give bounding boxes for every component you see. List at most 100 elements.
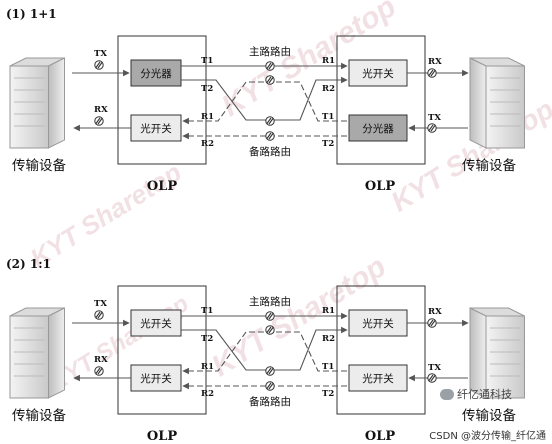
connector-slash (97, 118, 103, 125)
right-olp-label: OLP (365, 429, 395, 444)
connector-slash (268, 327, 274, 334)
connector-icon (427, 318, 437, 328)
right-top-box-label: 光开关 (362, 67, 394, 80)
connector-slash (268, 77, 274, 84)
rx-left-label: RX (94, 355, 108, 365)
connector-ring (427, 123, 437, 133)
connector-slash (266, 117, 272, 124)
right-bottom-box (348, 364, 408, 392)
connector-slash (430, 320, 436, 327)
right-bottom-box-label: 分光器 (362, 122, 394, 135)
left-server (9, 57, 65, 149)
left-olp-label: OLP (147, 179, 177, 194)
port-t2-right: T2 (322, 389, 334, 399)
connector-ring (427, 68, 437, 78)
port-r1-right: R1 (322, 306, 335, 316)
connector-icon (265, 131, 275, 141)
main-route-label: 主路路由 (249, 295, 291, 308)
connector-slash (268, 133, 274, 140)
connector-icon (265, 381, 275, 391)
port-r1-left: R1 (201, 362, 214, 372)
right-bottom-box-label: 光开关 (362, 372, 394, 385)
connector-slash (266, 382, 272, 389)
backup-route-label: 备路路由 (249, 145, 291, 158)
connector-ring (94, 310, 104, 320)
connector-ring (427, 373, 437, 383)
tx-right-label: TX (428, 363, 441, 373)
tx-left-label: TX (94, 299, 107, 309)
connector-slash (95, 367, 101, 374)
connector-slash (268, 63, 274, 70)
main-route-label: 主路路由 (249, 45, 291, 58)
port-t2-right: T2 (322, 139, 334, 149)
connector-slash (430, 70, 436, 77)
connector-slash (268, 313, 274, 320)
connector-ring (265, 311, 275, 321)
connector-icon (265, 61, 275, 71)
connector-slash (428, 69, 434, 76)
left-top-box-label: 分光器 (140, 67, 172, 80)
connector-icon (265, 366, 275, 376)
wechat-icon (440, 388, 454, 400)
left-bottom-box-label: 光开关 (140, 372, 172, 385)
connector-slash (428, 374, 434, 381)
port-r2-left: R2 (201, 139, 214, 149)
footer-credit: CSDN @波分传输_纤亿通 (427, 427, 548, 442)
connector-icon (265, 325, 275, 335)
server-front (9, 65, 49, 149)
connector-icon (265, 116, 275, 126)
rx-right-label: RX (428, 307, 442, 317)
connector-icon (94, 310, 104, 320)
left-device-label: 传输设备 (12, 157, 66, 174)
connector-slash (266, 326, 272, 333)
connector-ring (94, 366, 104, 376)
right-top-box-label: 光开关 (362, 317, 394, 330)
right-bottom-box (348, 114, 408, 142)
port-t1-left: T1 (201, 306, 213, 316)
right-device-label: 传输设备 (462, 157, 516, 174)
connector-icon (265, 311, 275, 321)
server-front (9, 315, 49, 399)
rx-right-label: RX (428, 57, 442, 67)
port-r2-right: R2 (322, 84, 335, 94)
connector-icon (94, 366, 104, 376)
connector-ring (265, 61, 275, 71)
connector-icon (265, 75, 275, 85)
right-olp-label: OLP (365, 179, 395, 194)
connector-slash (430, 125, 436, 132)
wechat-badge: 纤亿通科技 (440, 386, 512, 402)
connector-ring (265, 131, 275, 141)
connector-slash (95, 61, 101, 68)
connector-icon (427, 123, 437, 133)
connector-slash (266, 62, 272, 69)
port-t2-left: T2 (201, 84, 213, 94)
connector-ring (94, 60, 104, 70)
connector-icon (94, 60, 104, 70)
server-side (48, 307, 65, 399)
connector-ring (427, 318, 437, 328)
section-heading: (2) 1:1 (6, 257, 51, 271)
left-top-box-label: 光开关 (140, 317, 172, 330)
connector-slash (95, 311, 101, 318)
port-r1-right: R1 (322, 56, 335, 66)
server-front (485, 315, 525, 399)
port-t2-left: T2 (201, 334, 213, 344)
rx-left-label: RX (94, 105, 108, 115)
tx-left-label: TX (94, 49, 107, 59)
left-top-box (130, 59, 182, 87)
right-device-label: 传输设备 (462, 407, 516, 424)
connector-icon (427, 68, 437, 78)
connector-slash (95, 117, 101, 124)
right-server (469, 57, 525, 149)
left-server (9, 307, 65, 399)
connector-ring (265, 75, 275, 85)
connector-slash (428, 124, 434, 131)
connector-slash (97, 368, 103, 375)
connector-slash (97, 312, 103, 319)
left-top-box (130, 309, 182, 337)
connector-slash (266, 312, 272, 319)
connector-icon (94, 116, 104, 126)
server-front (485, 65, 525, 149)
connector-ring (265, 325, 275, 335)
